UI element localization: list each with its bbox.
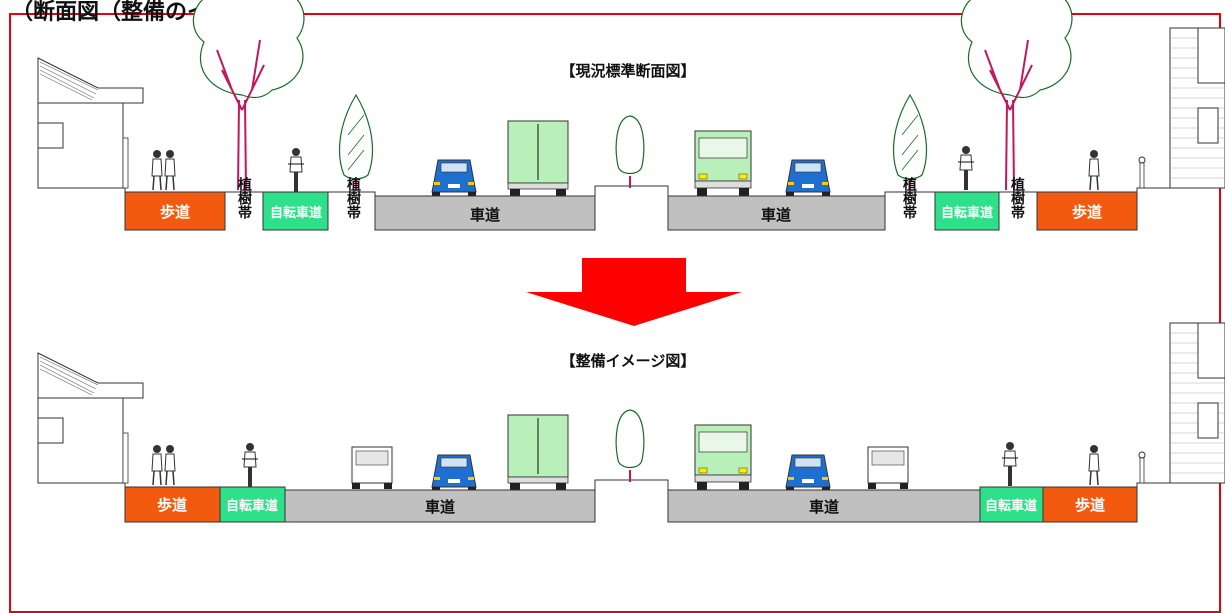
pedestrian-icon [164, 149, 176, 191]
sidewalk-band [124, 191, 226, 231]
roadway-label: 車道 [761, 206, 791, 224]
bike-lane-band [979, 486, 1044, 523]
tree-icon [192, 0, 305, 191]
truck-icon [507, 414, 569, 491]
current-title: 【現況標準断面図】 [560, 62, 695, 80]
tree-icon [615, 409, 645, 483]
tree-icon [338, 94, 374, 191]
bike-lane-band [934, 191, 1000, 231]
sidewalk-label: 歩道 [160, 203, 190, 221]
building-icon [1169, 27, 1225, 189]
pedestrian-icon [1088, 149, 1100, 191]
cyclist-icon [241, 442, 259, 488]
truck-icon [507, 120, 569, 197]
truck-icon [694, 424, 752, 491]
bike-lane-label: 自転車道 [270, 205, 322, 221]
building-icon [1169, 322, 1225, 484]
planting-strip-label: 植樹帯 [901, 176, 918, 220]
car-icon [431, 159, 477, 197]
planting-strip-label: 植樹帯 [1009, 176, 1026, 220]
truck-icon [694, 130, 752, 197]
sidewalk-band [1036, 191, 1138, 231]
roadway-label: 車道 [425, 498, 455, 516]
cyclist-icon [1001, 441, 1019, 487]
car-icon [431, 454, 477, 492]
planting-strip-label: 植樹帯 [236, 176, 253, 220]
cyclist-icon [287, 147, 305, 193]
planting-strip-label: 植樹帯 [345, 176, 362, 220]
cross-section-diagram: 【現況標準断面図】 歩道 植樹帯 自転車道 植樹帯 車道 車 [37, 0, 1225, 523]
roadway-band [374, 195, 596, 231]
roadway-band [667, 195, 886, 231]
house-icon [37, 57, 144, 189]
van-icon [867, 446, 909, 490]
planned-section: 【整備イメージ図】 歩道 自転車道 車道 車道 自転車道 歩道 [37, 322, 1225, 523]
roadway-label: 車道 [470, 206, 500, 224]
planned-title: 【整備イメージ図】 [561, 352, 696, 370]
sidewalk-band [124, 486, 221, 523]
van-icon [351, 446, 393, 490]
tree-icon [892, 94, 928, 191]
pedestrian-icon [151, 444, 163, 486]
cyclist-icon [957, 145, 975, 191]
bike-lane-label: 自転車道 [985, 498, 1037, 514]
house-icon [37, 352, 144, 484]
tree-icon [615, 115, 645, 189]
sidewalk-label: 歩道 [1075, 496, 1105, 514]
roadway-band [284, 489, 596, 523]
tree-icon [960, 0, 1073, 191]
pedestrian-icon [164, 444, 176, 486]
sidewalk-band [1042, 486, 1138, 523]
car-icon [785, 159, 831, 197]
pedestrian-icon [1088, 444, 1100, 486]
bike-lane-label: 自転車道 [226, 498, 278, 514]
bike-lane-label: 自転車道 [941, 205, 993, 221]
bollard-icon [1138, 156, 1146, 189]
roadway-label: 車道 [809, 498, 839, 516]
current-section: 【現況標準断面図】 歩道 植樹帯 自転車道 植樹帯 車道 車 [37, 0, 1225, 231]
pedestrian-icon [151, 149, 163, 191]
sidewalk-label: 歩道 [157, 496, 187, 514]
bollard-icon [1138, 451, 1146, 484]
bike-lane-band [262, 191, 329, 231]
sidewalk-label: 歩道 [1072, 203, 1102, 221]
car-icon [785, 454, 831, 492]
down-arrow-icon [526, 258, 742, 326]
